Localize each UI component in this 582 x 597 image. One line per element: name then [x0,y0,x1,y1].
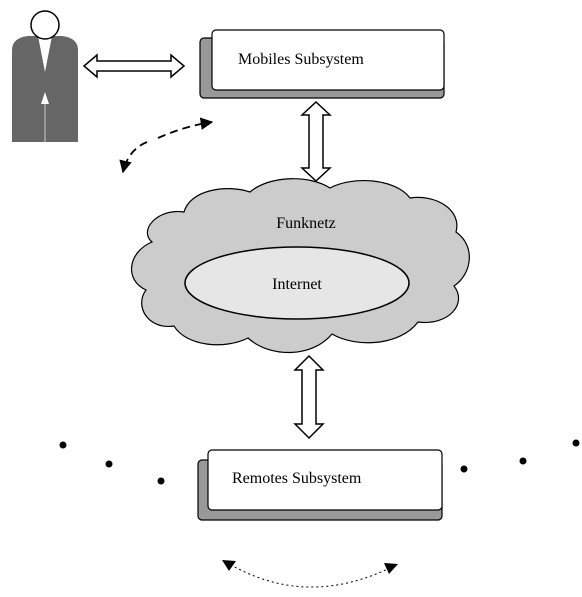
funknetz-label: Funknetz [276,215,336,232]
remote-range-dots [59,439,580,485]
mobile-subsystem-label: Mobiles Subsystem [238,51,364,68]
mobile-subsystem-box: Mobiles Subsystem [199,29,445,99]
internet-label: Internet [272,276,322,293]
internet-ellipse: Internet [184,246,410,320]
remote-subsystem-label: Remotes Subsystem [232,470,362,487]
remote-movement-arrow [222,560,398,588]
remote-subsystem-box: Remotes Subsystem [197,449,443,521]
person-mobile-double-arrow [82,53,186,79]
network-remote-double-arrow [293,354,325,440]
mobile-network-double-arrow [300,100,332,183]
person-icon [12,10,78,142]
user-movement-arrow [119,117,214,174]
